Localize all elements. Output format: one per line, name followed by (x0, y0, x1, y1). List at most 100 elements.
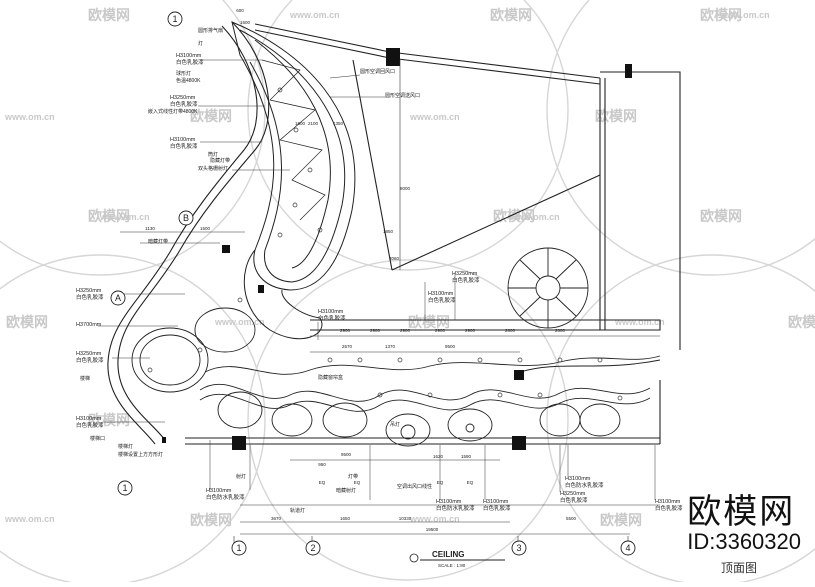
structural-columns (162, 48, 632, 450)
dimension-text: 5500 (566, 516, 577, 521)
elevation-tags: H3100mm 白色乳胶漆 H3250mm 白色乳胶漆 H3100mm 白色乳胶… (76, 53, 683, 512)
dimension-text: 1650 (340, 516, 351, 521)
watermark-logo: 欧模网 (88, 208, 130, 224)
note: 楼梯口 (90, 435, 105, 442)
elevation-tag: H3100mm (565, 476, 591, 482)
watermark-url: www.om.cn (719, 10, 770, 20)
grid-bubble-label: 1 (236, 543, 241, 553)
elevation-tag: H3100mm (176, 53, 202, 59)
elevation-tag: 白色乳胶漆 (655, 504, 683, 512)
elevation-tag: H3100mm (318, 309, 344, 315)
grid-bubble (231, 540, 247, 556)
note: 圆形空调送风口 (385, 92, 420, 99)
elevation-tag: H3100mm (76, 416, 102, 422)
dimension-text: 1620 (433, 454, 444, 459)
grid-bubble (511, 540, 527, 556)
note: 筒灯 (208, 151, 218, 158)
dimension-text: EQ (437, 480, 444, 485)
elevation-tag: H3250mm (560, 491, 586, 497)
grid-bubble-label: 2 (310, 543, 315, 553)
dimension-text: 2900 (465, 328, 476, 333)
watermark-logo: 欧模网 (490, 7, 532, 23)
note: 轨道灯 (290, 507, 305, 514)
grid-bubble-label: 1 (122, 483, 127, 493)
grid-bubble (305, 540, 321, 556)
elevation-tag: 白色乳胶漆 (560, 496, 588, 504)
elevation-tag: H3700mm (76, 322, 102, 328)
dimension-text: 1130 (145, 226, 155, 231)
title-block: CEILING SCALE : 1:80 (409, 550, 505, 568)
dimension-text: 2900 (370, 328, 381, 333)
watermark-logo: 欧模网 (788, 314, 815, 330)
elevation-tag: 白色乳胶漆 (483, 504, 511, 512)
watermark-logo: 欧模网 (700, 208, 742, 224)
dimension-text: 1850 (383, 229, 394, 234)
note: 暗藏灯带 (148, 238, 168, 245)
dimension-text: 3060 (389, 256, 400, 261)
dimension-text: 9500 (341, 452, 352, 457)
leader-lines (98, 59, 656, 500)
crescent-ceiling (231, 21, 356, 340)
grid-bubble (178, 210, 194, 226)
elevation-tag: 白色乳胶漆 (170, 100, 198, 108)
watermark-logo: 欧模网 (190, 512, 232, 528)
watermark-url: www.om.cn (99, 212, 150, 222)
elevation-tag: 白色乳胶漆 (428, 296, 456, 304)
elevation-tag: H3250mm (170, 95, 196, 101)
watermark-logo: 欧模网 (6, 314, 48, 330)
watermark-logo: 欧模网 (408, 314, 450, 330)
dimension-text: 3670 (271, 516, 282, 521)
watermark-logo: 欧模网 (88, 412, 130, 428)
watermark-url: www.om.cn (614, 317, 665, 327)
grid-bubble-label: 3 (516, 543, 521, 553)
dimension-lines (120, 60, 660, 546)
dimension-text: 2900 (340, 328, 351, 333)
elevation-tag: 白色乳胶漆 (452, 276, 480, 284)
brand-stamp: 欧模网 ID:3360320 顶面图 (687, 492, 801, 575)
elevation-tag: 白色乳胶漆 (76, 421, 104, 429)
note: 吊灯 (390, 421, 400, 428)
elevation-tag: H3100mm (170, 137, 196, 143)
dimension-text: 2900 (400, 328, 411, 333)
drawing-title: CEILING (432, 550, 464, 559)
dimension-text: EQ (354, 480, 361, 485)
watermark-url: www.om.cn (4, 514, 55, 524)
dimension-text: 600 (236, 8, 244, 13)
dimension-text: 1500 (200, 226, 211, 231)
elevation-tag: 白色防水乳胶漆 (565, 481, 604, 489)
note: 圆形空调回风口 (360, 68, 395, 75)
note: 射灯 (236, 473, 246, 480)
note: 楼梯设置上方方形灯 (118, 451, 163, 458)
dimension-text: 10330 (399, 516, 412, 521)
brand-name: 欧模网 (687, 492, 796, 532)
watermark-logo: 欧模网 (700, 7, 742, 23)
watermark-url: www.om.cn (509, 212, 560, 222)
annotation-notes: 圆形排气扇 灯 球形灯 色温4800K 嵌入式线性灯带4800K 筒灯 双头格栅… (80, 27, 432, 514)
elevation-tag: 白色乳胶漆 (318, 314, 346, 322)
dimension-text: 2800 (505, 328, 516, 333)
grid-bubble (117, 480, 133, 496)
note: 嵌入式线性灯带4800K (148, 108, 198, 115)
elevation-tag: H3100mm (655, 499, 681, 505)
drawing-scale: SCALE : 1:80 (438, 563, 466, 568)
elevation-tag: 白色乳胶漆 (176, 58, 204, 66)
elevation-tag: 白色乳胶漆 (76, 293, 104, 301)
brand-id: ID:3360320 (687, 529, 801, 554)
watermark-logo: 欧模网 (190, 108, 232, 124)
elevation-tag: 白色乳胶漆 (170, 142, 198, 150)
note: 球形灯 (176, 70, 191, 77)
watermark-logo: 欧模网 (600, 512, 642, 528)
elevation-tag: H3250mm (76, 351, 102, 357)
elevation-tag: H3100mm (436, 499, 462, 505)
dimension-text: 9500 (445, 344, 456, 349)
elevation-tag: 白色防水乳胶漆 (206, 493, 245, 501)
watermark-url: www.om.cn (4, 112, 55, 122)
elevation-tag: H3250mm (452, 271, 478, 277)
dimension-text: 2670 (342, 344, 353, 349)
watermark-logo: 欧模网 (595, 108, 637, 124)
watermark-url: www.om.cn (409, 514, 460, 524)
note: 暗藏射灯 (336, 487, 356, 494)
note: 楼梯灯 (118, 443, 133, 450)
